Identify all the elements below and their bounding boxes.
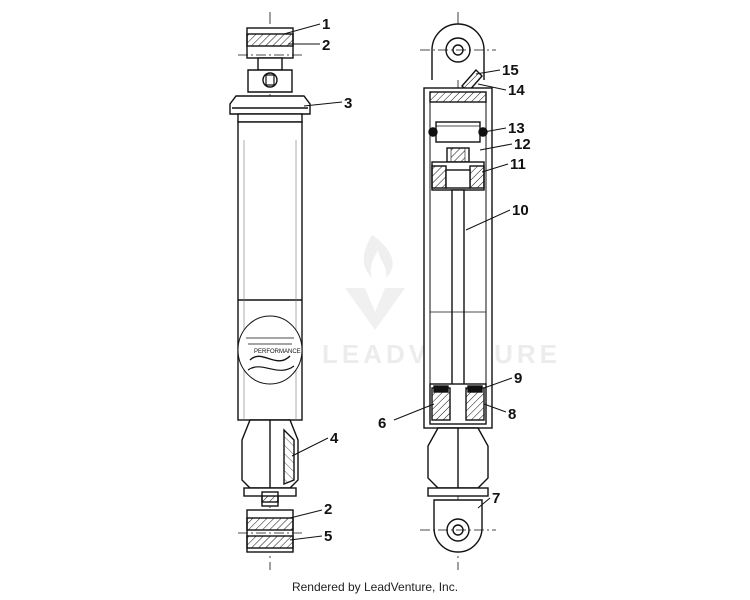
left-shock-assembly: PERFORMANCE [229, 12, 311, 570]
callout-6: 6 [378, 415, 386, 432]
callout-4: 4 [330, 430, 339, 447]
callout-13: 13 [508, 120, 525, 137]
callout-2-top: 2 [322, 37, 330, 54]
callout-1: 1 [322, 16, 330, 33]
right-shock-cutaway [420, 12, 496, 570]
callout-10: 10 [512, 202, 529, 219]
callout-12: 12 [514, 136, 531, 153]
flame-logo-icon [363, 235, 393, 278]
callout-11: 11 [510, 156, 526, 173]
callout-3: 3 [344, 95, 352, 112]
callout-8: 8 [508, 406, 516, 423]
callout-5: 5 [324, 528, 332, 545]
callout-9: 9 [514, 370, 522, 387]
callout-labels: 1 2 3 4 2 5 6 7 8 9 10 11 12 13 14 15 [322, 16, 531, 545]
v-logo-icon [345, 288, 405, 330]
callout-15: 15 [502, 62, 519, 79]
callout-2-bottom: 2 [324, 501, 332, 518]
svg-text:PERFORMANCE: PERFORMANCE [254, 349, 301, 355]
footer-credit: Rendered by LeadVenture, Inc. [291, 580, 459, 594]
callout-14: 14 [508, 82, 525, 99]
leader-lines [283, 23, 513, 541]
callout-7: 7 [492, 490, 500, 507]
